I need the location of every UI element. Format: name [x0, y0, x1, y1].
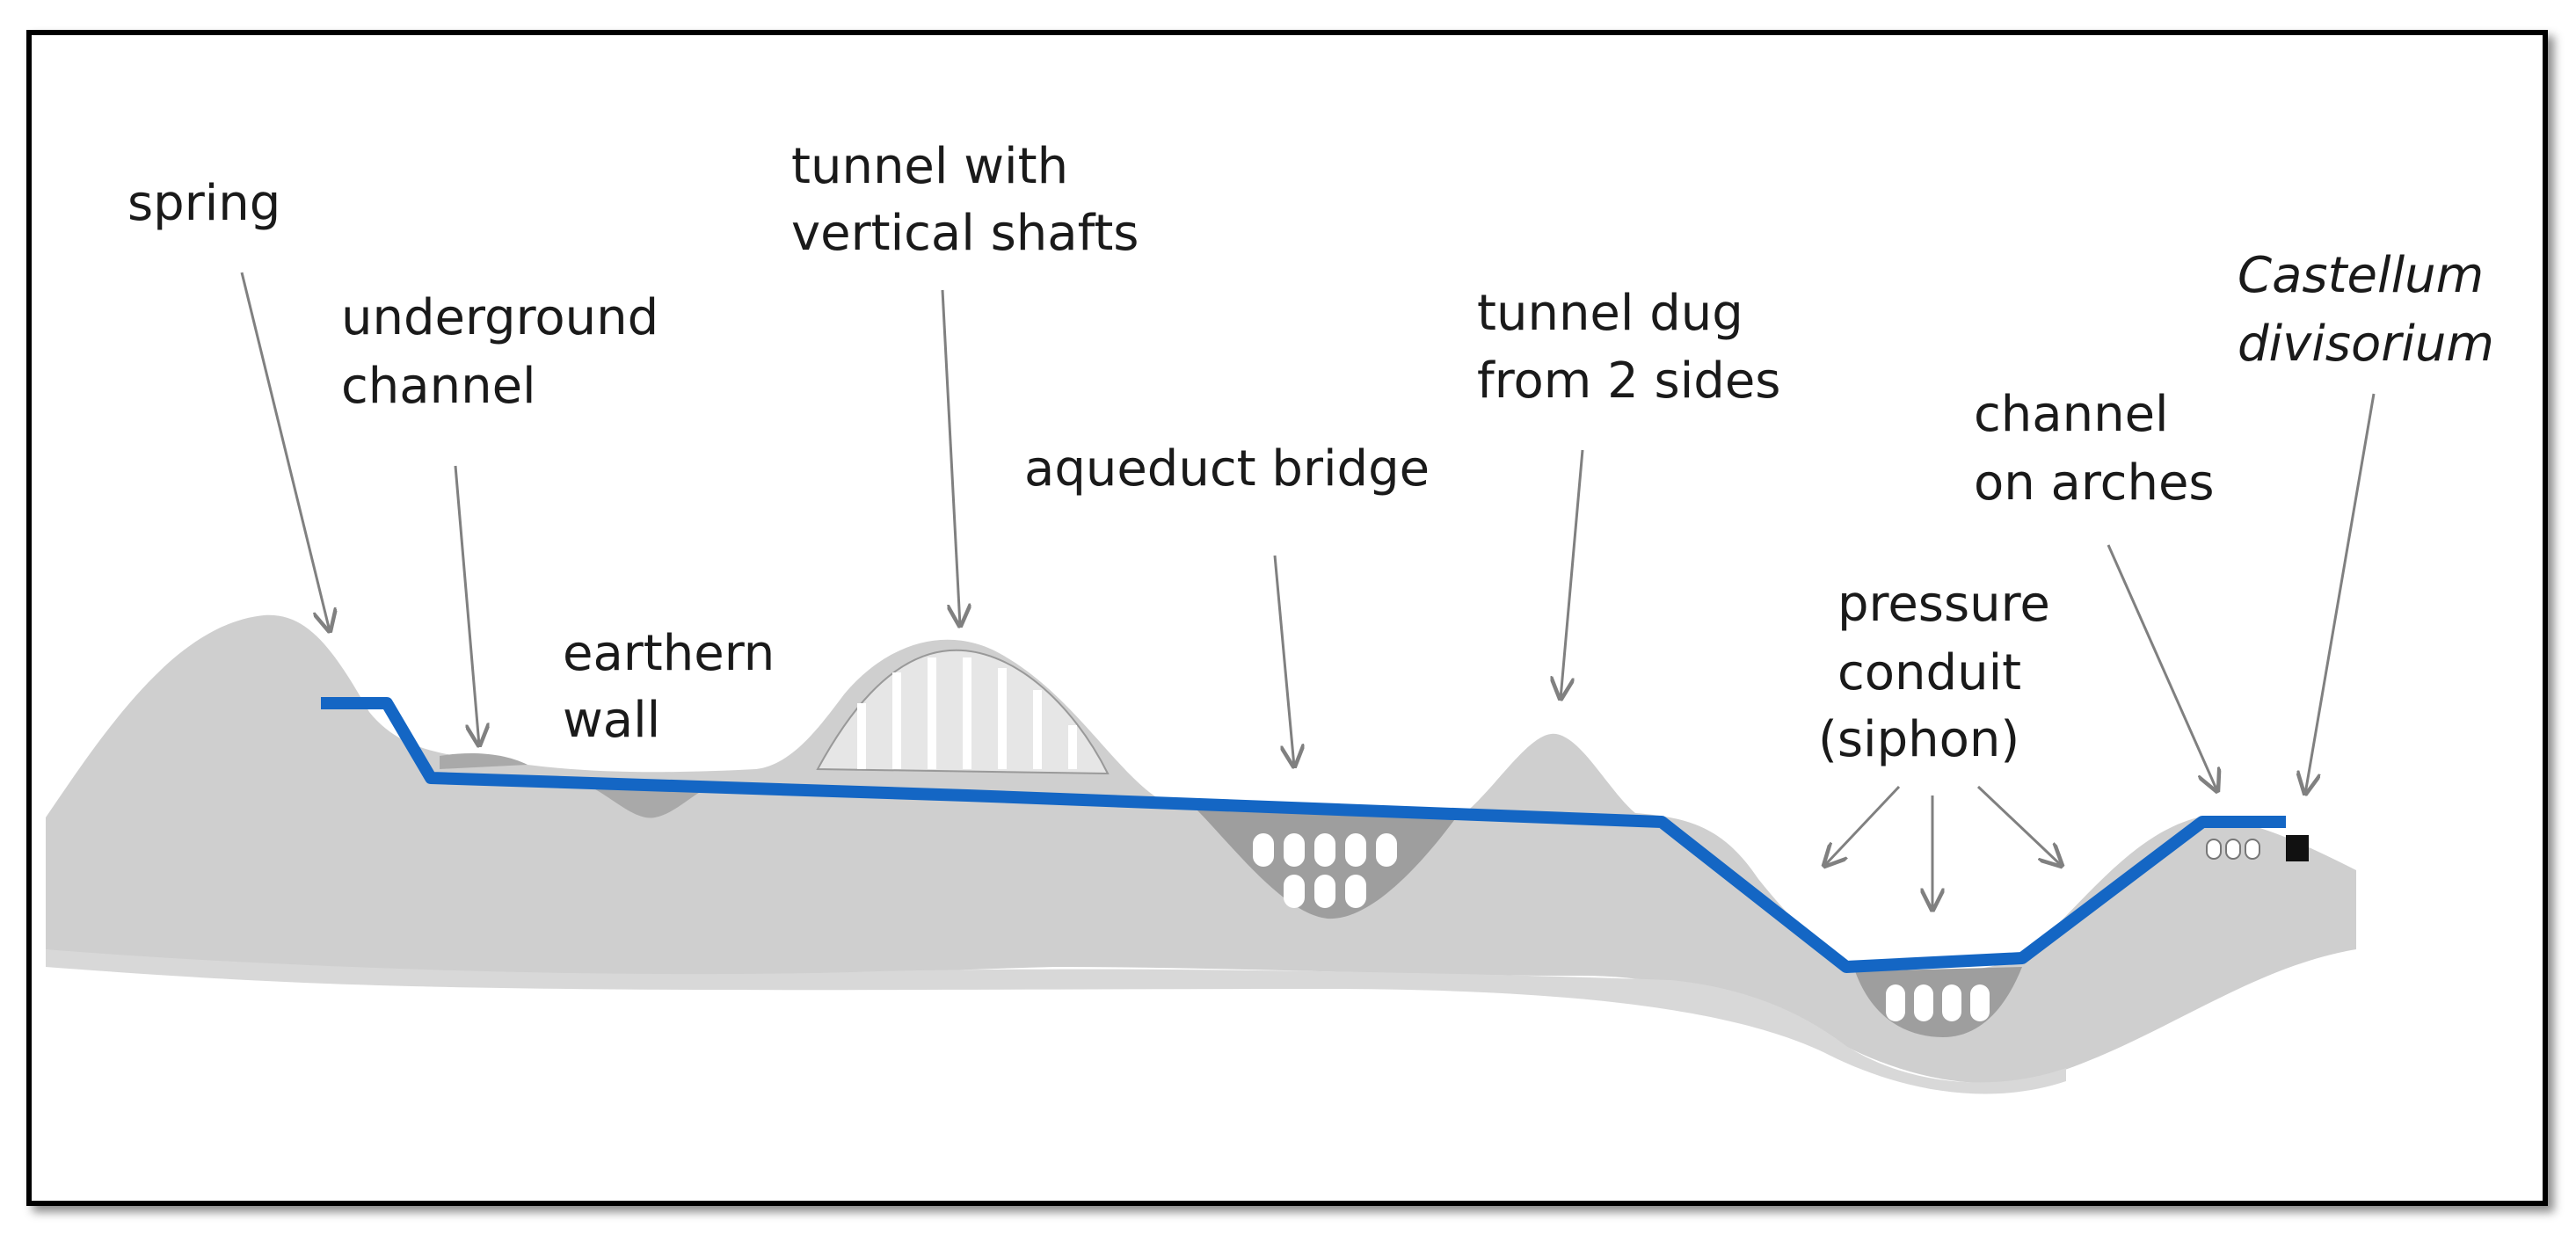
- arrow-underground-channel: [454, 465, 479, 745]
- label-underground-1: underground: [341, 289, 659, 346]
- label-tunnel-dug-1: tunnel dug: [1477, 285, 1743, 342]
- label-earthern-1: earthern: [563, 625, 775, 682]
- arrow-channel-arches: [2107, 544, 2217, 791]
- terrain-lower-band: [46, 949, 2066, 1094]
- end-arches: [2206, 839, 2260, 860]
- label-pressure-2: conduit: [1837, 644, 2021, 701]
- label-castellum-2: divisorium: [2238, 316, 2494, 373]
- water-channel: [321, 697, 2286, 973]
- aqueduct-bridge-arches: [1253, 833, 1397, 908]
- label-spring: spring: [127, 175, 280, 232]
- arrow-siphon-right: [1976, 785, 2062, 866]
- terrain-ground: [46, 614, 2356, 1084]
- label-pressure-3: (siphon): [1818, 711, 2019, 768]
- castellum-block: [2286, 835, 2309, 861]
- label-underground-2: channel: [341, 358, 536, 415]
- label-channel-arches-2: on arches: [1974, 454, 2215, 512]
- label-tunnel-dug-2: from 2 sides: [1477, 352, 1780, 410]
- arrow-castellum: [2305, 393, 2376, 794]
- label-shafts-2: vertical shafts: [791, 205, 1139, 262]
- label-pressure-1: pressure: [1837, 576, 2050, 633]
- label-earthern-2: wall: [563, 692, 660, 749]
- arrow-tunnel-dug: [1561, 449, 1584, 699]
- label-aqueduct-bridge: aqueduct bridge: [1024, 440, 1430, 498]
- arrow-aqueduct-bridge: [1273, 555, 1294, 766]
- label-castellum-1: Castellum: [2238, 247, 2484, 304]
- siphon-bridge-arches: [1886, 984, 1990, 1021]
- vertical-shafts: [857, 657, 1077, 769]
- arrow-spring: [240, 272, 330, 631]
- arrow-shaft-tunnel: [941, 289, 960, 626]
- label-shafts-1: tunnel with: [791, 138, 1068, 195]
- underground-channel-fill: [440, 753, 528, 769]
- arrow-siphon-left: [1824, 785, 1901, 866]
- label-channel-arches-1: channel: [1974, 386, 2169, 443]
